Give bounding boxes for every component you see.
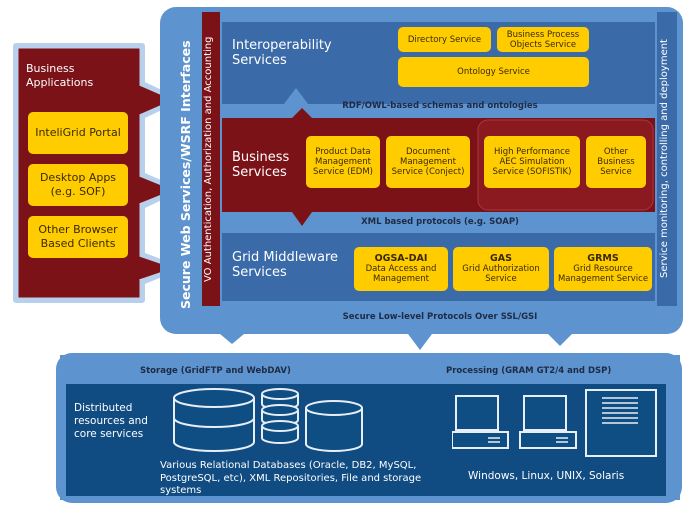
- storage-label: Storage (GridFTP and WebDAV): [140, 366, 291, 376]
- arrow-up-grid: [284, 220, 308, 233]
- gas-name: GAS: [490, 253, 512, 264]
- grms-desc: Grid Resource Management Service: [557, 264, 649, 284]
- grms-name: GRMS: [587, 253, 619, 264]
- os-label: Windows, Linux, UNIX, Solaris: [468, 470, 625, 482]
- bpo-service-box: Business Process Objects Service: [497, 27, 589, 52]
- arrow-up-interop: [284, 88, 308, 104]
- grid-title: Grid Middleware Services: [232, 250, 339, 280]
- grms-box: GRMS Grid Resource Management Service: [554, 247, 652, 291]
- desktop-apps-box: Desktop Apps (e.g. SOF): [28, 164, 128, 206]
- ogsa-dai-name: OGSA-DAI: [374, 253, 428, 264]
- directory-service-box: Directory Service: [398, 27, 491, 52]
- business-apps-title: Business Applications: [26, 62, 94, 89]
- ontology-service-box: Ontology Service: [398, 57, 589, 87]
- secure-banner: Secure Low-level Protocols Over SSL/GSI: [342, 312, 538, 322]
- monitor-icon: [455, 395, 499, 431]
- computer-icons: [452, 389, 657, 457]
- databases-label: Various Relational Databases (Oracle, DB…: [160, 460, 422, 496]
- dm-service-box: Document Management Service (Conject): [386, 136, 470, 188]
- pdm-service-box: Product Data Management Service (EDM): [306, 136, 380, 188]
- arrow-down-left: [220, 334, 244, 344]
- gas-desc: Grid Authorization Service: [462, 264, 540, 284]
- xml-banner: XML based protocols (e.g. SOAP): [361, 217, 519, 227]
- interop-title: Interoperability Services: [232, 38, 332, 68]
- service-monitoring-bar: [657, 12, 677, 306]
- monitor-icon: [523, 395, 567, 431]
- gas-box: GAS Grid Authorization Service: [453, 247, 549, 291]
- pc-case-icon: [519, 431, 577, 449]
- vo-auth-bar: [202, 12, 220, 306]
- processing-label: Processing (GRAM GT2/4 and DSP): [446, 366, 612, 376]
- aec-simulation-box: High Performance AEC Simulation Service …: [484, 136, 580, 188]
- ogsa-dai-desc: Data Access and Management: [365, 264, 437, 284]
- business-title: Business Services: [232, 150, 290, 180]
- arrow-down-right: [548, 334, 572, 346]
- distributed-label: Distributed resources and core services: [74, 402, 148, 440]
- database-icons: [173, 388, 363, 452]
- rdf-banner: RDF/OWL-based schemas and ontologies: [342, 101, 538, 111]
- secure-ws-label: Secure Web Services/WSRF Interfaces: [178, 40, 193, 310]
- other-business-service-box: Other Business Service: [586, 136, 646, 188]
- inteligrid-portal-box: InteliGrid Portal: [28, 112, 128, 154]
- vo-auth-label: VO Authentication, Authorization and Acc…: [203, 36, 214, 282]
- browser-clients-box: Other Browser Based Clients: [28, 216, 128, 258]
- pc-case-icon: [452, 431, 509, 449]
- service-monitoring-label: Service monitoring, controlling and depl…: [659, 39, 670, 279]
- arrow-down-mid: [408, 334, 432, 350]
- ogsa-dai-box: OGSA-DAI Data Access and Management: [354, 247, 448, 291]
